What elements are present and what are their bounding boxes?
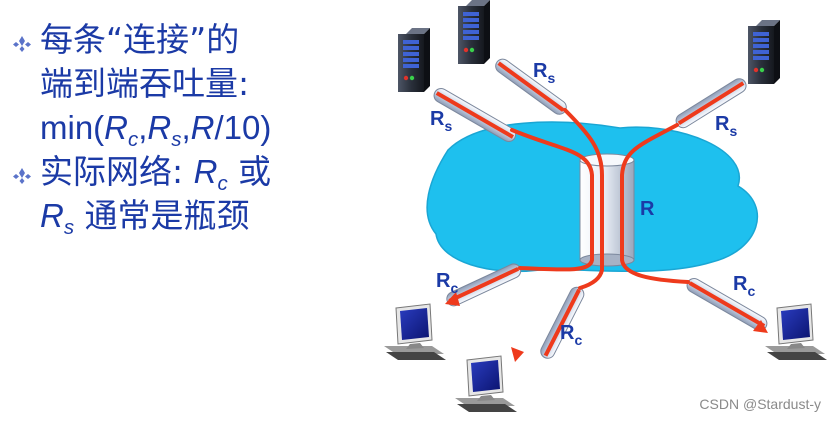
- flow-paths: [445, 108, 768, 362]
- bullet-text-line: 实际网络: Rc 或: [40, 152, 272, 196]
- bullet-item-bottleneck: 实际网络: Rc 或 Rs 通常是瓶颈: [10, 150, 340, 238]
- throughput-formula: min(Rc,Rs,R/10): [40, 109, 272, 152]
- bullet-text-line: 端到端吞吐量:: [40, 64, 250, 103]
- server-icon: [748, 20, 780, 84]
- client-link-label-2: Rc: [560, 322, 582, 348]
- flow-path-3: [620, 123, 690, 284]
- client-pc-icon: [764, 303, 828, 361]
- arrowhead-client-2: [511, 347, 524, 362]
- server-link-1: [433, 88, 517, 142]
- arrowhead-client-3: [753, 320, 768, 333]
- client-link-label-3: Rc: [733, 273, 755, 299]
- server-link-3: [675, 78, 747, 129]
- link-labels: R Rs Rs Rs Rc Rc Rc: [430, 60, 755, 348]
- servers: [398, 0, 780, 92]
- watermark: CSDN @Stardust-y: [699, 396, 821, 412]
- server-link-2: [495, 58, 567, 115]
- client-link-label-1: Rc: [436, 270, 458, 296]
- arrowhead-client-1: [445, 292, 460, 306]
- client-pc-icon: [454, 355, 518, 413]
- client-pc-icon: [383, 303, 447, 361]
- server-link-label-3: Rs: [715, 113, 737, 139]
- bullet-text-line: 每条“连接”的: [40, 20, 240, 59]
- access-links: [433, 58, 768, 359]
- server-link-label-2: Rs: [533, 60, 555, 86]
- bullet-list: 每条“连接”的 端到端吞吐量: min(Rc,Rs,R/10) 实际网络: Rc…: [10, 18, 340, 238]
- bottleneck-link: [579, 153, 635, 267]
- diamond-bullet-icon: [13, 168, 31, 184]
- server-icon: [458, 0, 490, 64]
- flow-path-2: [563, 108, 604, 290]
- server-icon: [398, 28, 430, 92]
- flow-path-1: [510, 128, 594, 272]
- client-link-3: [686, 278, 768, 331]
- server-link-label-1: Rs: [430, 108, 452, 134]
- diamond-bullet-icon: [13, 36, 31, 52]
- bullet-item-throughput: 每条“连接”的 端到端吞吐量: min(Rc,Rs,R/10): [10, 18, 340, 150]
- core-link-label: R: [640, 198, 655, 220]
- bullet-text-line: Rs 通常是瓶颈: [40, 196, 250, 240]
